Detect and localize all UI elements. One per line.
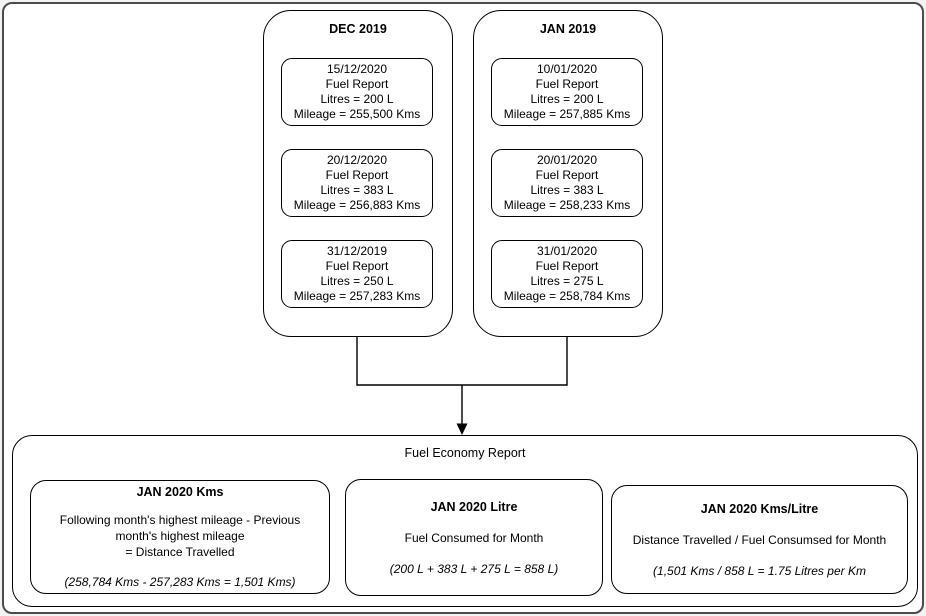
report-date: 20/12/2020 [326,153,388,167]
card-body-line: Following month's highest mileage - Prev… [59,513,301,543]
month-title: DEC 2019 [329,22,387,36]
card-formula: (1,501 Kms / 858 L = 1.75 Litres per Km [653,563,866,578]
report-mileage: Mileage = 258,233 Kms [503,198,631,212]
card-title: JAN 2020 Kms [136,485,224,499]
report-mileage: Mileage = 255,500 Kms [293,107,421,121]
report-date: 31/12/2019 [326,244,388,258]
report-litres: Litres = 383 L [320,183,394,197]
report-litres: Litres = 200 L [320,92,394,106]
month-container-dec-2019: DEC 2019 15/12/2020 Fuel Report Litres =… [263,10,453,337]
card-body: Distance Travelled / Fuel Consumsed for … [633,532,886,548]
fuel-report-node: 31/12/2019 Fuel Report Litres = 250 L Mi… [281,240,433,308]
report-litres: Litres = 250 L [320,274,394,288]
fuel-economy-report-container: Fuel Economy Report JAN 2020 Kms Followi… [12,435,918,607]
report-date: 10/01/2020 [536,62,598,76]
report-label: Fuel Report [325,168,389,182]
report-label: Fuel Report [535,168,599,182]
report-date: 31/01/2020 [536,244,598,258]
fuel-report-node: 20/01/2020 Fuel Report Litres = 383 L Mi… [491,149,643,217]
report-label: Fuel Report [325,77,389,91]
arrowhead-down-icon [456,423,468,435]
fuel-report-node: 10/01/2020 Fuel Report Litres = 200 L Mi… [491,58,643,126]
economy-card-litre: JAN 2020 Litre Fuel Consumed for Month (… [345,479,603,596]
card-body: Fuel Consumed for Month [405,530,544,546]
report-litres: Litres = 200 L [530,92,604,106]
card-formula: (258,784 Kms - 257,283 Kms = 1,501 Kms) [64,575,296,589]
card-title: JAN 2020 Litre [430,499,518,514]
fuel-economy-report-title: Fuel Economy Report [404,446,526,460]
fuel-report-node: 15/12/2020 Fuel Report Litres = 200 L Mi… [281,58,433,126]
report-label: Fuel Report [535,259,599,273]
fuel-report-node: 20/12/2020 Fuel Report Litres = 383 L Mi… [281,149,433,217]
report-label: Fuel Report [325,259,389,273]
report-mileage: Mileage = 258,784 Kms [503,289,631,303]
month-title: JAN 2019 [539,22,597,36]
report-litres: Litres = 383 L [530,183,604,197]
card-body-line: Fuel Consumed for Month [404,530,544,545]
economy-card-kms-per-litre: JAN 2020 Kms/Litre Distance Travelled / … [611,485,908,594]
card-body: Following month's highest mileage - Prev… [43,512,317,560]
card-title: JAN 2020 Kms/Litre [700,501,819,516]
fuel-report-node: 31/01/2020 Fuel Report Litres = 275 L Mi… [491,240,643,308]
report-date: 15/12/2020 [326,62,388,76]
month-container-jan-2019: JAN 2019 10/01/2020 Fuel Report Litres =… [473,10,663,337]
card-body-line: = Distance Travelled [125,545,235,559]
card-formula: (200 L + 383 L + 275 L = 858 L) [389,561,559,576]
report-date: 20/01/2020 [536,153,598,167]
report-litres: Litres = 275 L [530,274,604,288]
report-mileage: Mileage = 257,283 Kms [293,289,421,303]
report-label: Fuel Report [535,77,599,91]
card-body-line: Distance Travelled / Fuel Consumsed for … [632,532,887,547]
report-mileage: Mileage = 256,883 Kms [293,198,421,212]
economy-card-kms: JAN 2020 Kms Following month's highest m… [30,480,330,594]
report-mileage: Mileage = 257,885 Kms [503,107,631,121]
